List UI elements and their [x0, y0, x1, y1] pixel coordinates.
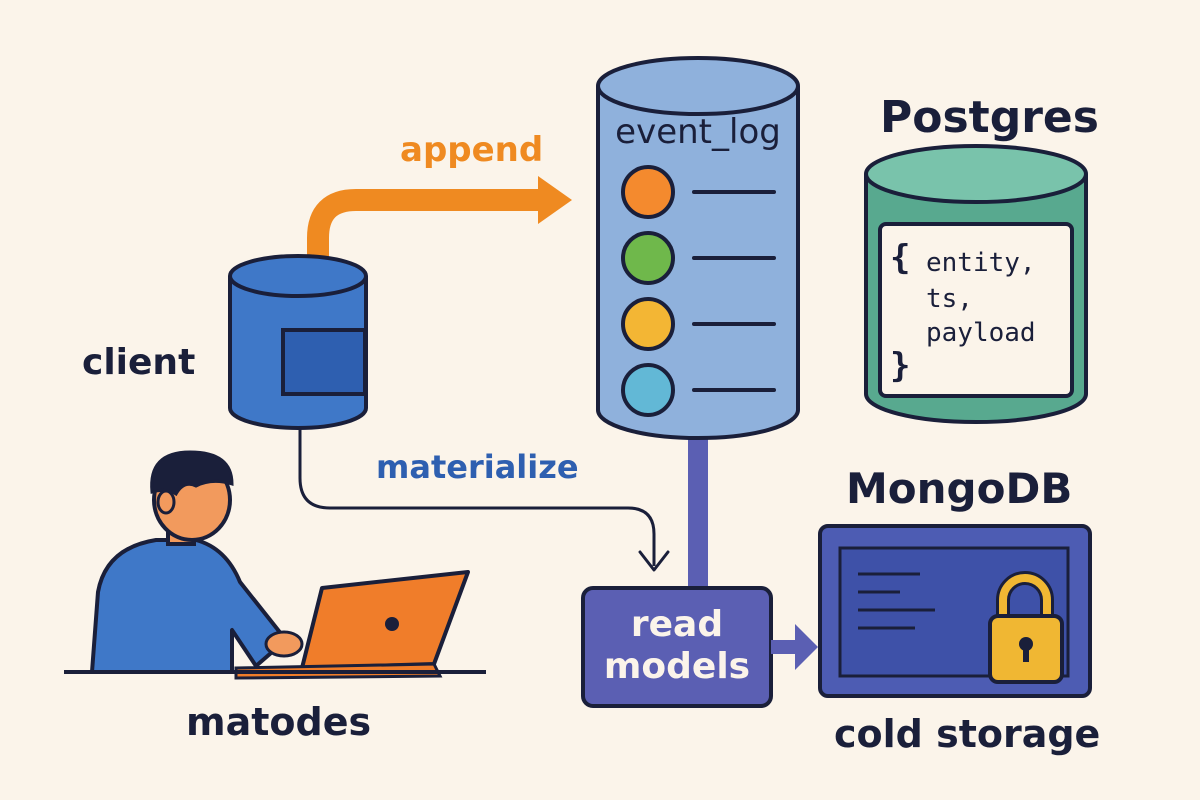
materialize-arrow	[298, 428, 670, 572]
yellow-event-dot	[621, 297, 675, 351]
event-log-label: event_log	[615, 112, 781, 152]
lock-icon	[988, 571, 1064, 684]
materialize-label: materialize	[376, 448, 579, 486]
read-models-label-line1: read	[630, 604, 724, 645]
cyan-event-dot	[621, 363, 675, 417]
append-arrow	[307, 176, 572, 262]
postgres-cylinder-icon	[864, 144, 1088, 424]
schema-field-payload: payload	[926, 318, 1036, 348]
person-name-label: matodes	[186, 700, 372, 744]
client-label: client	[82, 342, 196, 383]
schema-field-ts: ts,	[926, 284, 973, 314]
schema-close-brace: }	[890, 346, 911, 386]
append-label: append	[400, 130, 544, 170]
green-event-dot	[621, 231, 675, 285]
read-models-label-line2: models	[603, 646, 751, 687]
postgres-label: Postgres	[880, 92, 1099, 143]
orange-event-dot	[621, 165, 675, 219]
mongodb-label: MongoDB	[846, 464, 1073, 513]
cold-storage-label: cold storage	[834, 712, 1101, 756]
schema-open-brace: {	[890, 238, 911, 278]
person-at-laptop-illustration	[64, 450, 486, 680]
event-log-entries	[621, 165, 776, 417]
cold-storage-arrow	[771, 624, 818, 670]
schema-field-entity: entity,	[926, 248, 1036, 278]
client-database-icon	[228, 254, 368, 430]
event-log-connector	[688, 438, 708, 588]
